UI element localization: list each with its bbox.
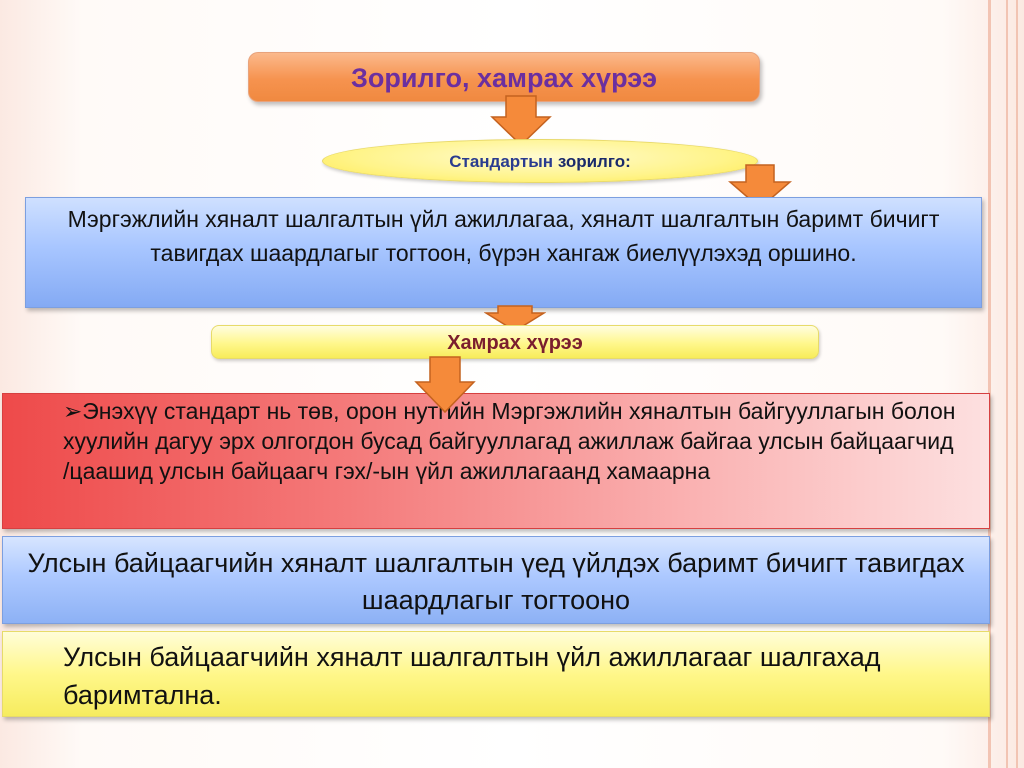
scope-label: Хамрах хүрээ [447,332,583,354]
standard-goal-label-part1: Стандартын [449,152,558,171]
title-text: Зорилго, хамрах хүрээ [350,63,658,93]
scope-text: ➢Энэхүү стандарт нь төв, орон нутгийн Мэ… [63,398,956,484]
down-arrow-icon [728,164,792,209]
scope-label-bar: Хамрах хүрээ [211,325,819,359]
down-arrow-icon [490,95,552,147]
down-arrow-icon [484,305,546,332]
goal-text-box: Мэргэжлийн хяналт шалгалтын үйл ажиллага… [25,197,982,308]
down-arrow-icon [414,356,476,414]
scope-text-box: ➢Энэхүү стандарт нь төв, орон нутгийн Мэ… [2,393,990,529]
right-border-strip-1 [988,0,991,768]
right-border-strip-2 [1006,0,1008,768]
goal-text: Мэргэжлийн хяналт шалгалтын үйл ажиллага… [67,206,940,266]
inspector-documents-box: Улсын байцаагчийн хяналт шалгалтын үед ү… [2,536,990,624]
title-box: Зорилго, хамрах хүрээ [248,52,760,102]
standard-goal-ellipse: Стандартын зорилго: [322,139,758,183]
inspector-check-box: Улсын байцаагчийн хяналт шалгалтын үйл а… [2,631,990,717]
right-border-strip-3 [1016,0,1018,768]
inspector-check-text: Улсын байцаагчийн хяналт шалгалтын үйл а… [63,642,881,710]
standard-goal-label-part2: зорилго: [557,152,631,171]
inspector-documents-text: Улсын байцаагчийн хяналт шалгалтын үед ү… [27,548,965,615]
